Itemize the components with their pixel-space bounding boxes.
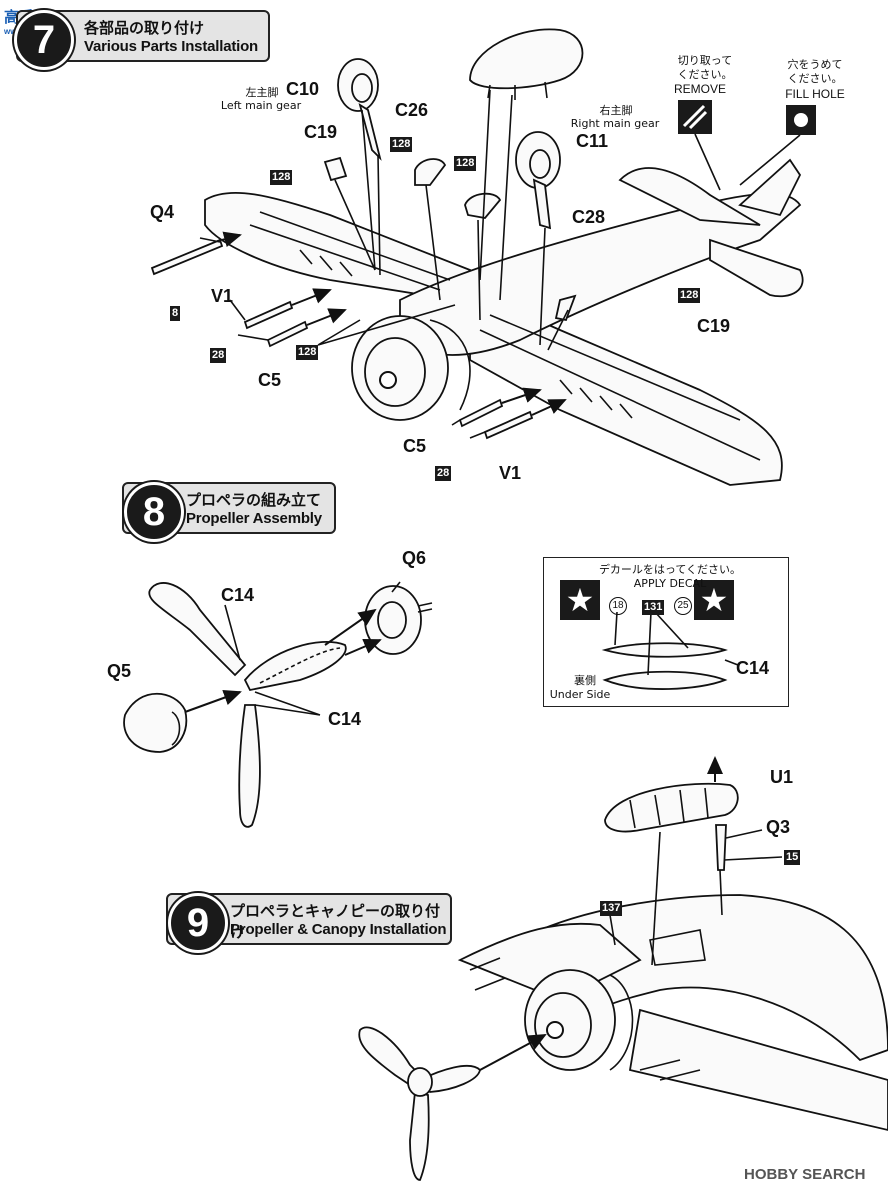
part-label-q6: Q6 [402, 548, 427, 568]
paint-code-128-c: 128 [454, 156, 477, 171]
gun-v1-left [243, 300, 294, 330]
part-label-c14-c: C14 [736, 658, 770, 678]
decal-25-badge: 25 [674, 597, 692, 615]
step7-number: 7 [14, 10, 74, 70]
step7-title-en: Various Parts Installation [84, 38, 259, 55]
right-gear-note-jp: 右主脚 [599, 104, 633, 117]
decal-instruction-box [543, 557, 789, 707]
underside-note-en: Under Side [549, 688, 611, 701]
part-label-u1: U1 [770, 767, 794, 787]
part-label-c14-b: C14 [328, 709, 362, 729]
paint-code-28-b: 28 [435, 466, 452, 481]
gun-c5-left [266, 320, 309, 348]
paint-code-128-b: 128 [390, 137, 413, 152]
paint-code-128-d: 128 [678, 288, 701, 303]
left-gear-note-jp: 左主脚 [245, 86, 279, 99]
part-label-c26: C26 [395, 100, 429, 120]
propeller-assembly [123, 582, 433, 828]
star-insignia-right-icon: ★ [694, 580, 734, 620]
decal-18-badge: 18 [609, 597, 627, 615]
antenna-q3 [715, 824, 727, 871]
paint-code-8: 8 [170, 306, 181, 321]
right-gear-note-en: Right main gear [570, 117, 660, 130]
paint-code-128-a: 128 [270, 170, 293, 185]
underside-note-jp: 裏側 [574, 674, 596, 687]
part-label-c10: C10 [286, 79, 320, 99]
part-label-c19-b: C19 [697, 316, 731, 336]
part-label-c5-a: C5 [258, 370, 282, 390]
left-gear-note-en: Left main gear [220, 99, 302, 112]
antenna-c19-left [323, 156, 348, 182]
step8-title-jp: プロペラの組み立て [186, 491, 322, 509]
step7-title-jp: 各部品の取り付け [84, 19, 205, 37]
remove-note-en: REMOVE [673, 82, 726, 96]
decal-diagram [601, 611, 739, 690]
decal-note-en: APPLY DECAL [633, 577, 707, 590]
star-insignia-left-icon: ★ [560, 580, 600, 620]
aircraft-step7 [204, 158, 804, 486]
fill-note-jp: 穴をうめて ください。 [787, 58, 843, 85]
paint-code-128-e: 128 [296, 345, 319, 360]
paint-code-28-a: 28 [210, 348, 227, 363]
step9-title-jp: プロペラとキャノピーの取り付け [230, 902, 441, 941]
part-label-c14-a: C14 [221, 585, 255, 605]
part-label-c19-a: C19 [304, 122, 338, 142]
canopy-u1 [604, 782, 739, 833]
decal-131-badge: 131 [642, 600, 665, 615]
step8-title-en: Propeller Assembly [186, 510, 322, 527]
gun-c5-right [458, 398, 504, 428]
canopy-part-top [469, 28, 584, 90]
part-label-c28: C28 [572, 207, 606, 227]
pitot-q4 [150, 238, 224, 276]
gun-v1-right [483, 410, 534, 440]
right-main-gear-part [515, 131, 561, 230]
gear-door-c26 [414, 158, 447, 186]
paint-code-137: 137 [600, 901, 623, 916]
aircraft-step9 [358, 894, 888, 1181]
part-label-q3: Q3 [766, 817, 791, 837]
step9-number: 9 [168, 893, 228, 953]
decal-note-jp: デカールをはってください。 [598, 563, 742, 576]
step9-title-en: Propeller & Canopy Installation [230, 921, 447, 938]
remove-note-jp: 切り取って ください。 [677, 54, 733, 81]
part-label-v1-b: V1 [499, 463, 522, 483]
fill-note-en: FILL HOLE [785, 87, 845, 101]
part-label-c5-b: C5 [403, 436, 427, 456]
step8-number: 8 [124, 482, 184, 542]
part-label-q5: Q5 [107, 661, 132, 681]
hobby-search-logo: HOBBY SEARCH [744, 1166, 866, 1183]
left-main-gear-part [337, 58, 382, 161]
part-label-v1-a: V1 [211, 286, 234, 306]
antenna-c19-right [554, 294, 577, 322]
part-label-q4: Q4 [150, 202, 175, 222]
paint-code-15: 15 [784, 850, 801, 865]
part-label-c11: C11 [576, 131, 609, 151]
gear-door-c28 [464, 192, 502, 219]
